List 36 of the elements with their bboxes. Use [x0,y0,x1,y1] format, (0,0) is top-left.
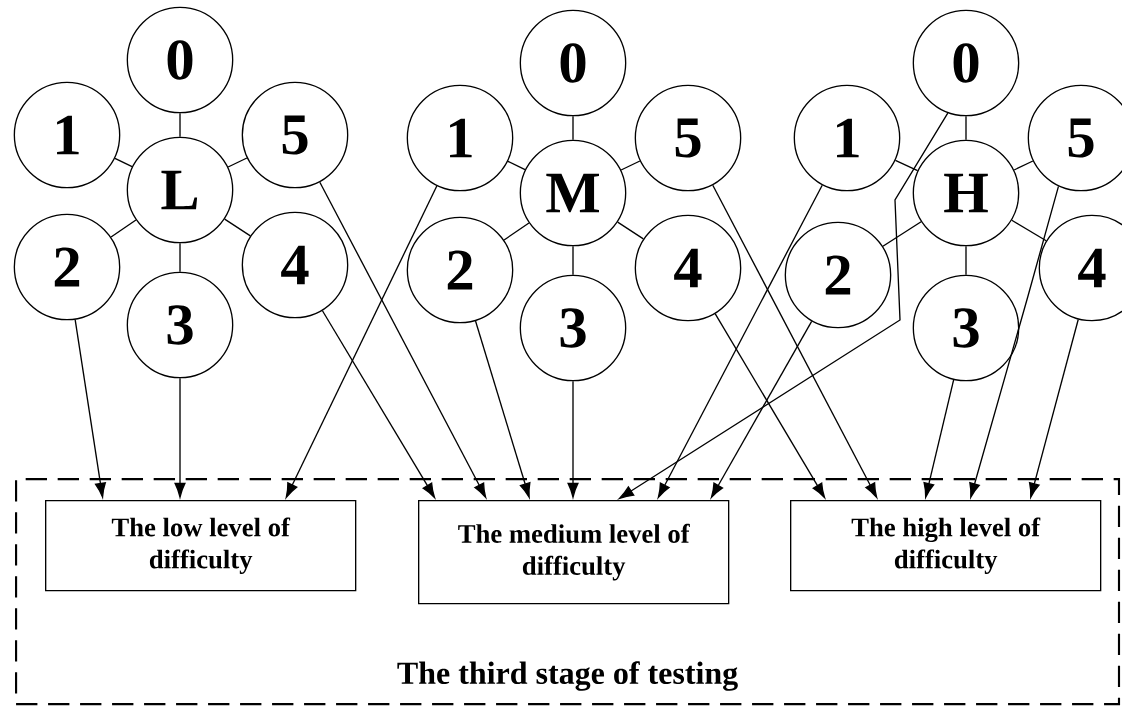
arrow [567,380,579,498]
arrow [319,181,487,499]
connector-line [965,245,967,276]
connector-line [224,218,251,237]
arrow [285,185,438,498]
connector-line [572,245,574,276]
arrow [969,185,1060,498]
connector-line [965,115,967,141]
level-box: The high level of difficulty [790,500,1102,592]
connector-line [620,160,641,171]
connector-line [572,115,574,141]
connector-line [179,112,181,138]
connector-line [114,157,133,168]
arrow [712,184,878,499]
connector-line [1011,219,1047,242]
connector-line [882,221,922,247]
connector-line [179,242,181,273]
connector-line [1013,160,1034,171]
level-box: The medium level of difficulty [418,500,730,605]
arrow [923,379,955,498]
level-box: The low level of difficulty [45,500,357,592]
connector-line [503,222,530,241]
arrow [321,310,436,499]
connector-line [894,159,919,172]
arrow [710,320,813,499]
connector-line [617,221,644,240]
arrow [618,112,949,500]
arrow [174,377,186,498]
arrow [714,313,826,499]
connector-line [227,157,248,168]
connector-line [110,219,137,238]
connector-line [507,160,526,171]
arrow [657,184,823,499]
arrow [1028,318,1079,498]
arrow [474,320,531,498]
arrow [74,319,106,498]
